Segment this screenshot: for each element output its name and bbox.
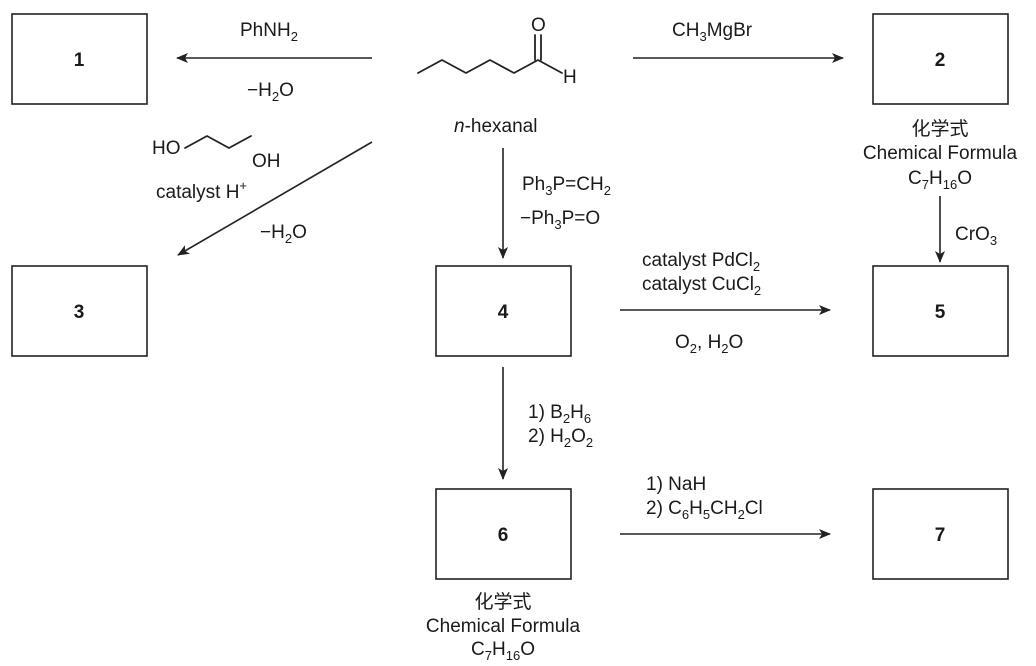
reagent-pdcl2: catalyst PdCl2 [642,250,760,274]
aldehyde-hydrogen: H [563,67,577,88]
formula-note-2-jp: 化学式 [911,118,968,140]
box-3: 3 [11,265,148,357]
formula-note-6-en: Chemical Formula [426,616,581,637]
box-7: 7 [872,488,1009,580]
reagent-sodium-hydride: 1) NaH [646,474,706,495]
hexanal-carbon-chain [417,59,563,74]
formula-note-2-en: Chemical Formula [863,143,1018,164]
ethylene-glycol-structure: HO OH [152,135,281,172]
reagent-cucl2: catalyst CuCl2 [642,274,761,298]
formula-note-2: 化学式 Chemical Formula C7H16O [863,118,1018,192]
svg-text:2: 2 [935,50,946,71]
hexanal-structure: O H n-hexanal [417,15,577,137]
diol-ho-label: HO [152,138,181,159]
svg-text:1: 1 [74,50,85,71]
box-6: 6 [435,488,572,580]
arrow-to-3 [177,141,373,256]
formula-note-2-value: C7H16O [908,168,972,192]
reagent-hydrogen-peroxide: 2) H2O2 [528,426,593,450]
reagent-phosphine-oxide: −Ph3P=O [520,208,600,232]
carbonyl-oxygen: O [531,15,546,36]
formula-note-6-jp: 化学式 [474,591,531,613]
reagent-diborane: 1) B2H6 [528,402,591,426]
formula-note-6: 化学式 Chemical Formula C7H16O [426,591,581,663]
diol-oh-label: OH [252,151,281,172]
reagent-aniline: PhNH2 [240,20,298,44]
box-1: 1 [11,13,148,105]
diol-carbon-chain [184,135,252,149]
svg-text:4: 4 [498,302,509,323]
reagent-grignard: CH3MgBr [672,20,753,44]
svg-text:6: 6 [498,525,509,546]
reagent-chromium-trioxide: CrO3 [955,224,997,248]
box-2: 2 [872,13,1009,105]
reagent-benzyl-chloride: 2) C6H5CH2Cl [646,498,763,522]
reagent-acid-catalyst: catalyst H+ [156,178,247,203]
svg-text:7: 7 [935,525,946,546]
reagent-minus-water-1: −H2O [247,80,294,104]
start-material-name: n-hexanal [454,116,537,137]
box-5: 5 [872,265,1009,357]
reagent-wittig-ylide: Ph3P=CH2 [522,174,611,198]
formula-note-6-value: C7H16O [471,639,535,663]
reagent-minus-water-3: −H2O [260,222,307,246]
reagent-oxygen-water: O2, H2O [675,332,743,356]
svg-text:3: 3 [74,302,85,323]
svg-text:5: 5 [935,302,946,323]
box-4: 4 [435,265,572,357]
